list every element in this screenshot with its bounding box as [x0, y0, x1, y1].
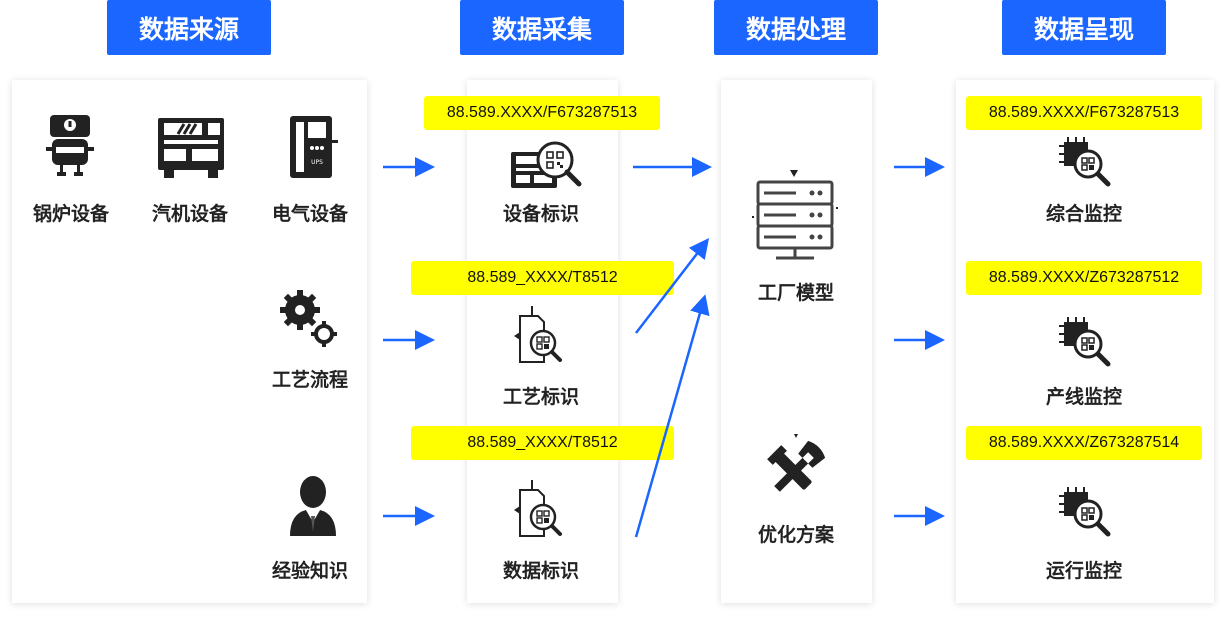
person-icon — [290, 476, 336, 536]
operation-monitor-tag: 88.589.XXXX/Z673287514 — [966, 426, 1202, 460]
document-qr-search-icon — [514, 480, 562, 537]
document-qr-search-icon — [514, 306, 562, 363]
label-optimization: 优化方案 — [757, 524, 835, 546]
label-process-id: 工艺标识 — [502, 386, 580, 408]
process-id-tag: 88.589_XXXX/T8512 — [411, 261, 674, 295]
gears-icon — [280, 290, 337, 347]
line-monitor-tag: 88.589.XXXX/Z673287512 — [966, 261, 1202, 295]
header-data-processing: 数据处理 — [714, 0, 878, 55]
header-data-collection: 数据采集 — [460, 0, 624, 55]
data-id-tag: 88.589_XXXX/T8512 — [411, 426, 674, 460]
turbine-icon — [158, 118, 224, 178]
label-knowledge: 经验知识 — [271, 560, 349, 582]
equipment-id-tag: 88.589.XXXX/F673287513 — [424, 96, 660, 130]
server-icon — [752, 170, 838, 260]
label-overall-monitor: 综合监控 — [1045, 203, 1123, 225]
chip-qr-search-icon — [1059, 487, 1111, 537]
label-line-monitor: 产线监控 — [1045, 386, 1123, 408]
label-factory-model: 工厂模型 — [757, 282, 835, 304]
label-boiler: 锅炉设备 — [32, 203, 110, 225]
chip-qr-search-icon — [1059, 137, 1111, 187]
label-data-id: 数据标识 — [502, 560, 580, 582]
chip-qr-search-icon — [1059, 317, 1111, 367]
tools-icon — [767, 434, 826, 492]
arrow-data-id-to-model — [634, 294, 710, 538]
label-equipment-id: 设备标识 — [502, 203, 580, 225]
label-operation-monitor: 运行监控 — [1045, 560, 1123, 582]
arrow-process-id-to-model — [635, 238, 710, 334]
label-turbine: 汽机设备 — [151, 203, 229, 225]
label-electrical: 电气设备 — [271, 203, 349, 225]
boiler-icon — [46, 115, 94, 176]
process-panel — [721, 80, 872, 603]
overall-monitor-tag: 88.589.XXXX/F673287513 — [966, 96, 1202, 130]
label-process-flow: 工艺流程 — [271, 369, 349, 391]
header-data-source: 数据来源 — [107, 0, 271, 55]
svg-text:UPS: UPS — [311, 159, 323, 166]
machine-qr-search-icon — [511, 141, 582, 188]
ups-cabinet-icon: UPS — [290, 116, 338, 178]
header-data-presentation: 数据呈现 — [1002, 0, 1166, 55]
